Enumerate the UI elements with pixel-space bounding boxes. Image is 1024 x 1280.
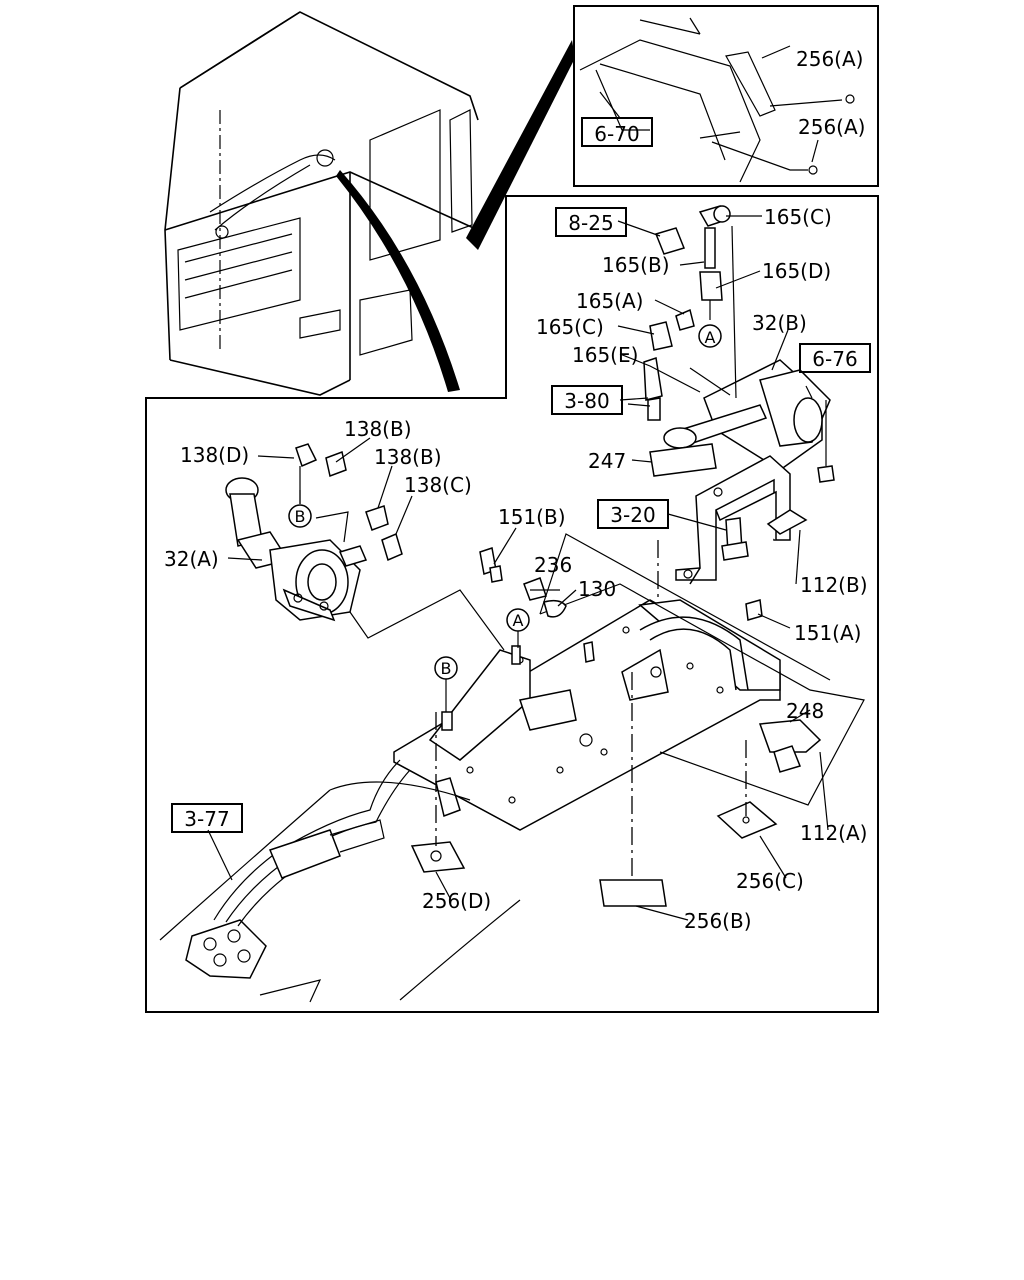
callout-247: 247: [588, 449, 626, 473]
marker-b-lower-label: B: [441, 659, 452, 678]
marker-b-upper-label: B: [295, 507, 306, 526]
inset-detail-drawing: [579, 17, 855, 183]
callout-256b: 256(B): [684, 909, 752, 933]
leader-wedge-1: [336, 170, 460, 392]
plate-fittings: [441, 547, 822, 773]
detail-inset-frame: [573, 5, 879, 187]
callout-165b: 165(B): [602, 253, 670, 277]
callout-3-80: 3-80: [564, 389, 609, 413]
ref-box-6-76: [799, 343, 871, 373]
callout-6-76: 6-76: [812, 347, 857, 371]
callout-165d: 165(D): [762, 259, 831, 283]
callout-165e: 165(E): [572, 343, 638, 367]
callout-3-77: 3-77: [184, 807, 229, 831]
callout-32b: 32(B): [752, 311, 807, 335]
ref-box-3-77: [171, 803, 243, 833]
callout-165c-1: 165(C): [764, 205, 832, 229]
callout-130: 130: [578, 577, 616, 601]
marker-b-upper: B: [288, 504, 312, 528]
ref-box-6-70: [581, 117, 653, 147]
callout-256a-1: 256(A): [796, 47, 863, 71]
callout-165c-2: 165(C): [536, 315, 604, 339]
marker-a-lower: A: [506, 608, 530, 632]
centerlines: [435, 540, 747, 880]
callout-8-25: 8-25: [568, 211, 613, 235]
lower-valve-assembly: [225, 443, 505, 651]
mounting-plate-112a: [393, 533, 865, 831]
callout-138b-2: 138(B): [374, 445, 442, 469]
main-assembly-frame: [145, 195, 879, 1013]
callout-236: 236: [534, 553, 572, 577]
pads: [410, 801, 778, 907]
callout-32a: 32(A): [164, 547, 219, 571]
callout-112b: 112(B): [800, 573, 868, 597]
callout-151b: 151(B): [498, 505, 566, 529]
callout-256a-2: 256(A): [798, 115, 865, 139]
callout-138b-1: 138(B): [344, 417, 412, 441]
marker-a-upper-label: A: [705, 328, 716, 347]
marker-a-lower-label: A: [513, 611, 524, 630]
callout-6-70: 6-70: [594, 122, 639, 146]
ref-box-8-25: [555, 207, 627, 237]
floor-and-hoses: [159, 759, 521, 1003]
upper-valve-assembly: [643, 205, 831, 477]
callout-138c: 138(C): [404, 473, 472, 497]
marker-b-lower: B: [434, 656, 458, 680]
ref-box-3-20: [597, 499, 669, 529]
callout-151a: 151(A): [794, 621, 861, 645]
leader-wedge-2: [466, 40, 575, 250]
callout-248: 248: [786, 699, 824, 723]
ref-box-3-80: [551, 385, 623, 415]
bracket-112b: [675, 438, 835, 585]
marker-a-upper: A: [698, 324, 722, 348]
callout-3-20: 3-20: [610, 503, 655, 527]
callout-256d: 256(D): [422, 889, 491, 913]
callout-112a: 112(A): [800, 821, 867, 845]
callout-256c: 256(C): [736, 869, 804, 893]
callout-138d: 138(D): [180, 443, 249, 467]
callout-165a: 165(A): [576, 289, 643, 313]
